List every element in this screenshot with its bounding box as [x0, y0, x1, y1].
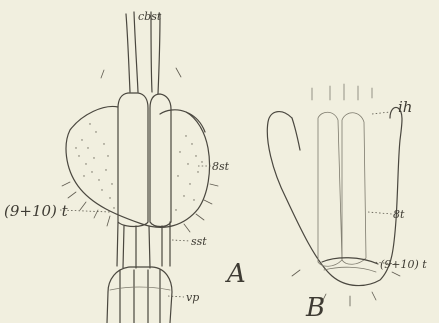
label-vp: vp [186, 291, 199, 304]
label-8st: 8st [212, 160, 230, 173]
label-8t: 8t [393, 208, 405, 221]
label-ih: ih [398, 98, 412, 116]
figure-b-drawing [267, 84, 402, 306]
label-cbst: cbst [138, 10, 162, 23]
bristles-a [62, 182, 218, 232]
label-9-10-t-b: (9+10) t [380, 258, 427, 271]
panel-label-b: B [305, 293, 325, 323]
stipple-left-lobe [75, 123, 202, 210]
figure-a-drawing [60, 12, 218, 323]
label-9-10-t-a: (9+10) t [4, 202, 69, 220]
label-sst: sst [191, 235, 207, 248]
panel-label-a: A [225, 259, 246, 289]
